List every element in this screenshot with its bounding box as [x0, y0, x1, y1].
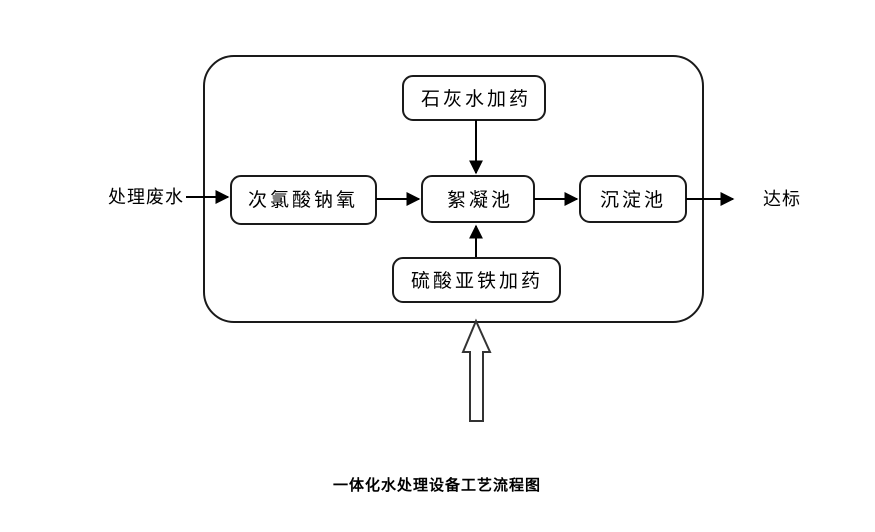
node-ferrous-sulfate-dosing-label: 硫酸亚铁加药 — [411, 270, 543, 292]
node-flocculation-tank-label: 絮凝池 — [447, 189, 513, 211]
node-lime-dosing-label: 石灰水加药 — [421, 88, 531, 110]
node-sedimentation-tank[interactable]: 沉淀池 — [579, 175, 687, 223]
node-ferrous-sulfate-dosing-box — [392, 257, 561, 303]
external-feed-hollow-arrow — [461, 318, 492, 422]
node-sodium-hypochlorite-label: 次氯酸钠氧 — [248, 189, 358, 211]
node-lime-dosing-box — [402, 75, 546, 121]
node-sodium-hypochlorite[interactable]: 次氯酸钠氧 — [230, 175, 377, 225]
input-label-wastewater: 处理废水 — [108, 187, 184, 207]
integrated-equipment-enclosure — [203, 55, 704, 323]
diagram-caption: 一体化水处理设备工艺流程图 — [333, 476, 541, 494]
node-sedimentation-tank-label: 沉淀池 — [600, 189, 666, 211]
node-lime-dosing[interactable]: 石灰水加药 — [402, 75, 546, 121]
output-label-standard: 达标 — [763, 189, 801, 209]
node-flocculation-tank[interactable]: 絮凝池 — [421, 175, 535, 223]
node-ferrous-sulfate-dosing[interactable]: 硫酸亚铁加药 — [392, 257, 561, 303]
